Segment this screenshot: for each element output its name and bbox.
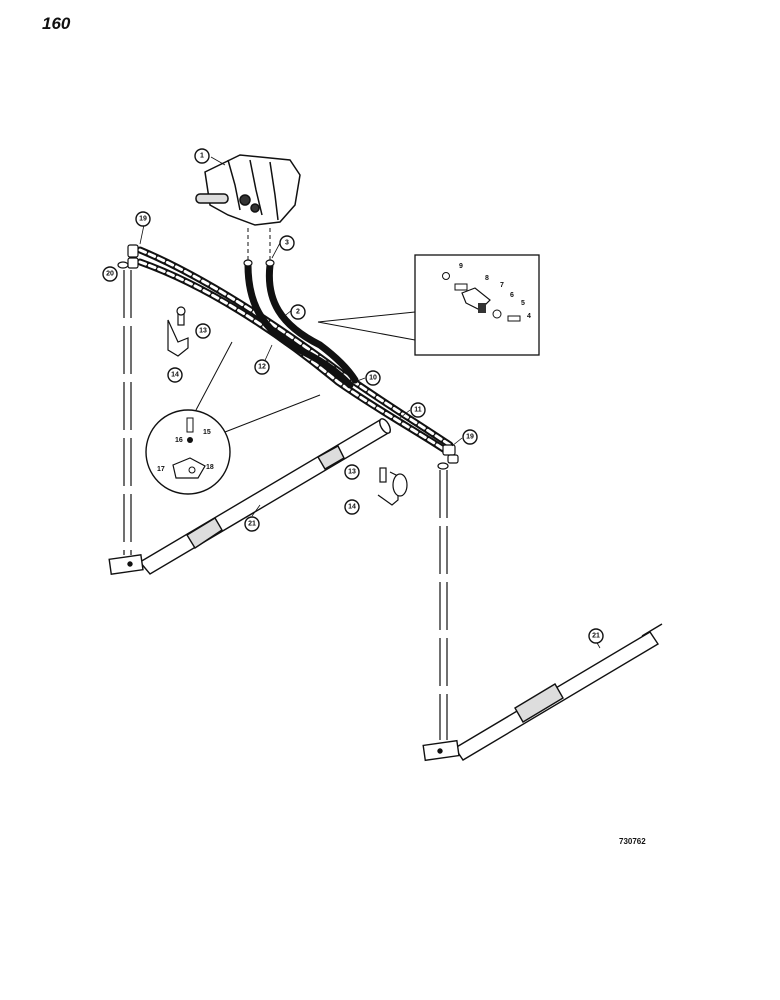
figure-number: 730762 bbox=[619, 837, 646, 846]
cylinder-connection-lines bbox=[123, 270, 448, 740]
callout-1: 1 bbox=[194, 148, 210, 164]
right-cylinder bbox=[422, 623, 663, 762]
callout-14b: 14 bbox=[344, 499, 360, 515]
left-cylinder bbox=[108, 418, 392, 575]
callout-12: 12 bbox=[254, 359, 270, 375]
label-8: 8 bbox=[485, 275, 489, 282]
callout-2-label: 2 bbox=[296, 309, 300, 316]
callout-2: 2 bbox=[290, 304, 306, 320]
label-4: 4 bbox=[527, 313, 531, 320]
callout-13a: 13 bbox=[195, 323, 211, 339]
label-16: 16 bbox=[175, 437, 183, 444]
callout-1-label: 1 bbox=[200, 153, 204, 160]
callout-19a-label: 19 bbox=[139, 216, 147, 223]
bracket-middle bbox=[377, 467, 408, 506]
callout-12-label: 12 bbox=[258, 364, 266, 371]
callout-13b: 13 bbox=[344, 464, 360, 480]
hydraulic-hoses bbox=[136, 246, 454, 456]
callout-14a-label: 14 bbox=[171, 372, 179, 379]
callout-11-label: 11 bbox=[414, 407, 422, 414]
callout-21b-label: 21 bbox=[592, 633, 600, 640]
label-15: 15 bbox=[203, 429, 211, 436]
label-17: 17 bbox=[157, 466, 165, 473]
valve-connection-lines bbox=[247, 228, 271, 262]
callout-14a: 14 bbox=[167, 367, 183, 383]
callout-19b-label: 19 bbox=[466, 434, 474, 441]
detail-labels: 15 16 17 18 9 8 7 6 5 4 13 bbox=[157, 263, 531, 473]
callout-13b-label: 13 bbox=[348, 469, 356, 476]
hose-fittings bbox=[117, 244, 459, 470]
callout-20: 20 bbox=[102, 266, 118, 282]
callout-19b: 19 bbox=[462, 429, 478, 445]
callout-3: 3 bbox=[279, 235, 295, 251]
label-9: 9 bbox=[459, 263, 463, 270]
callout-21a-label: 21 bbox=[248, 521, 256, 528]
page-number: 160 bbox=[42, 14, 71, 33]
label-7: 7 bbox=[500, 282, 504, 289]
callouts: 1 2 3 10 11 12 13 14 13 14 19 19 20 21 2… bbox=[102, 148, 604, 644]
callout-10-label: 10 bbox=[369, 375, 377, 382]
bracket-upper-left bbox=[167, 306, 189, 357]
callout-19a: 19 bbox=[135, 211, 151, 227]
label-6: 6 bbox=[510, 292, 514, 299]
callout-13a-label: 13 bbox=[199, 328, 207, 335]
clamp-detail-box bbox=[317, 254, 540, 356]
callout-11: 11 bbox=[410, 402, 426, 418]
callout-21a: 21 bbox=[244, 516, 260, 532]
callout-20-label: 20 bbox=[106, 271, 114, 278]
control-valve bbox=[195, 154, 301, 226]
label-18: 18 bbox=[206, 464, 214, 471]
callout-21b: 21 bbox=[588, 628, 604, 644]
clamp-detail bbox=[145, 341, 321, 495]
callout-14b-label: 14 bbox=[348, 504, 356, 511]
callout-10: 10 bbox=[365, 370, 381, 386]
callout-3-label: 3 bbox=[285, 240, 289, 247]
label-5: 5 bbox=[521, 300, 525, 307]
